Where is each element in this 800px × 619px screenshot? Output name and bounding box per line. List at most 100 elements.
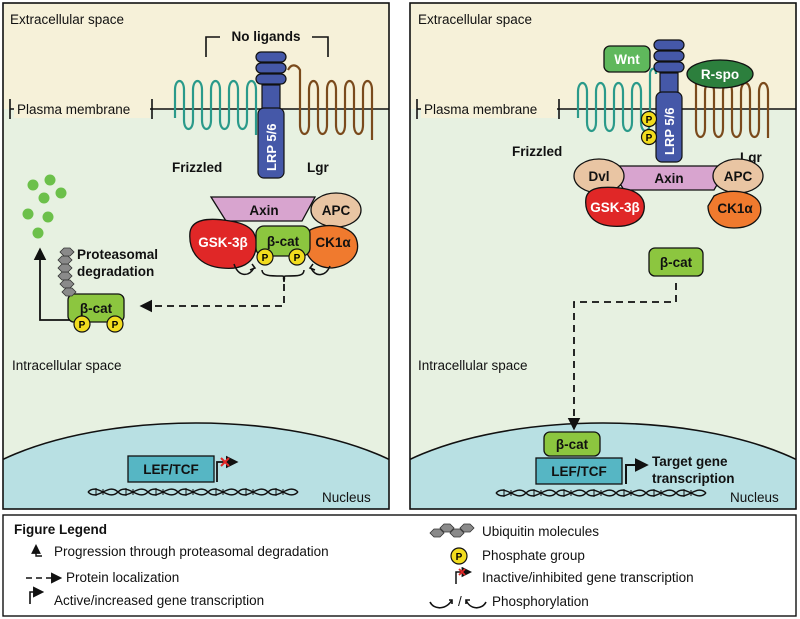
legend-inactive: Inactive/inhibited gene transcription (482, 570, 694, 585)
bcat-free-label: β-cat (660, 255, 693, 270)
bcat-nuclear-label: β-cat (556, 437, 589, 452)
dna-helix (495, 489, 707, 497)
phosphate-label: P (112, 320, 119, 331)
signalosome-complex: Axin Dvl APC GSK-3β CK1α (573, 158, 764, 229)
phosphate-label: P (79, 320, 86, 331)
membrane-label-bg (14, 100, 150, 118)
figure-legend: Figure Legend Progression through protea… (2, 514, 797, 617)
phosphate (640, 128, 658, 146)
frizzled-label: Frizzled (172, 160, 222, 175)
frizzled-label: Frizzled (512, 144, 562, 159)
extracellular-label: Extracellular space (418, 12, 532, 27)
phosphate (288, 248, 306, 266)
beta-catenin-free (648, 247, 704, 277)
phosphate (106, 315, 124, 333)
gsk-3b (585, 186, 645, 228)
lef-tcf (535, 457, 623, 485)
beta-catenin-nuclear (543, 431, 601, 457)
inactive-transcription-arrow (216, 455, 239, 482)
legend-progression: Progression through proteasomal degradat… (54, 544, 329, 559)
apc-label: APC (724, 169, 753, 184)
target-label-1: Target gene (652, 454, 728, 469)
axin-label: Axin (249, 203, 278, 218)
target-label-2: transcription (652, 471, 735, 486)
lef-tcf-label: LEF/TCF (551, 464, 607, 479)
bcat-degraded-label: β-cat (80, 301, 113, 316)
extracellular-region (3, 3, 389, 109)
ck1-label: CK1α (717, 201, 753, 216)
no-ligands-bracket (205, 36, 329, 57)
gsk-label: GSK-3β (590, 200, 640, 215)
lrp-label: LRP 5/6 (662, 108, 677, 155)
phosphate (640, 110, 658, 128)
phosphate (256, 248, 274, 266)
progression-arrow (33, 247, 70, 321)
lgr-receptor (287, 64, 374, 140)
legend-progression-icon (31, 544, 42, 557)
gsk-label: GSK-3β (198, 235, 248, 250)
lrp-receptor: LRP 5/6 (653, 39, 685, 163)
localization-arrow (567, 283, 677, 431)
right-panel-wnt-on: Plasma membrane Extracellular space Friz… (409, 2, 797, 510)
wnt-ligand (603, 45, 651, 73)
lrp-label: LRP 5/6 (264, 124, 279, 171)
legend-phosphorylation-arc-1 (429, 599, 453, 609)
nucleus-label: Nucleus (322, 490, 371, 505)
legend-phosphorylation: Phosphorylation (492, 594, 589, 609)
ubiquitin-chain (57, 247, 77, 297)
frizzled-receptor (173, 79, 258, 135)
brace (261, 269, 305, 283)
phosphorylation-arc (233, 263, 255, 276)
legend-phosphate-symbol: P (456, 552, 463, 563)
axin (209, 196, 317, 222)
dna-helix (87, 488, 299, 496)
legend-phosphorylation-arc-2 (465, 599, 487, 609)
nucleus-label: Nucleus (730, 490, 779, 505)
ck1-label: CK1α (315, 235, 351, 250)
bcat-label: β-cat (267, 234, 300, 249)
membrane-label: Plasma membrane (17, 102, 130, 117)
legend-active: Active/increased gene transcription (54, 593, 264, 608)
lef-tcf-label: LEF/TCF (143, 462, 199, 477)
ck1a (304, 224, 359, 269)
active-transcription-arrow (625, 458, 649, 484)
phosphate-label: P (294, 253, 301, 264)
phosphorylation-arc (310, 265, 331, 276)
lgr-label: Lgr (307, 160, 329, 175)
beta-catenin-degraded (67, 293, 125, 323)
legend-ubiquitin-icon (429, 523, 475, 538)
legend-active-icon (29, 586, 45, 604)
legend-phosphorylation-sep: / (458, 594, 462, 609)
legend-phosphate: Phosphate group (482, 548, 585, 563)
wnt-label: Wnt (614, 52, 640, 67)
legend-title: Figure Legend (14, 522, 107, 537)
membrane-label: Plasma membrane (424, 102, 537, 117)
left-panel-wnt-off: Plasma membrane Extracellular space No l… (2, 2, 390, 510)
phosphate (73, 315, 91, 333)
dvl-label: Dvl (588, 169, 609, 184)
legend-inactive-icon (455, 566, 473, 584)
phosphate-label: P (262, 253, 269, 264)
r-spondin-ligand (686, 59, 754, 89)
phosphate-label: P (646, 115, 653, 126)
legend-ubiquitin: Ubiquitin molecules (482, 524, 599, 539)
apc-label: APC (322, 203, 351, 218)
proteasomal-label-1: Proteasomal (77, 247, 158, 262)
legend-localization: Protein localization (66, 570, 179, 585)
destruction-complex: Axin APC GSK-3β CK1α β-cat P P (189, 192, 362, 283)
intracellular-label: Intracellular space (418, 358, 528, 373)
no-ligands-label: No ligands (231, 29, 300, 44)
lef-tcf (127, 455, 215, 483)
lrp-receptor: LRP 5/6 (255, 51, 287, 179)
inhibition-cross (220, 457, 230, 467)
degraded-peptides (22, 174, 67, 239)
intracellular-label: Intracellular space (12, 358, 122, 373)
rspo-label: R-spo (701, 67, 739, 82)
ck1a (707, 190, 762, 229)
legend-phosphate-icon (450, 547, 468, 565)
phosphate-label: P (646, 133, 653, 144)
axin-label: Axin (654, 171, 683, 186)
extracellular-label: Extracellular space (10, 12, 124, 27)
